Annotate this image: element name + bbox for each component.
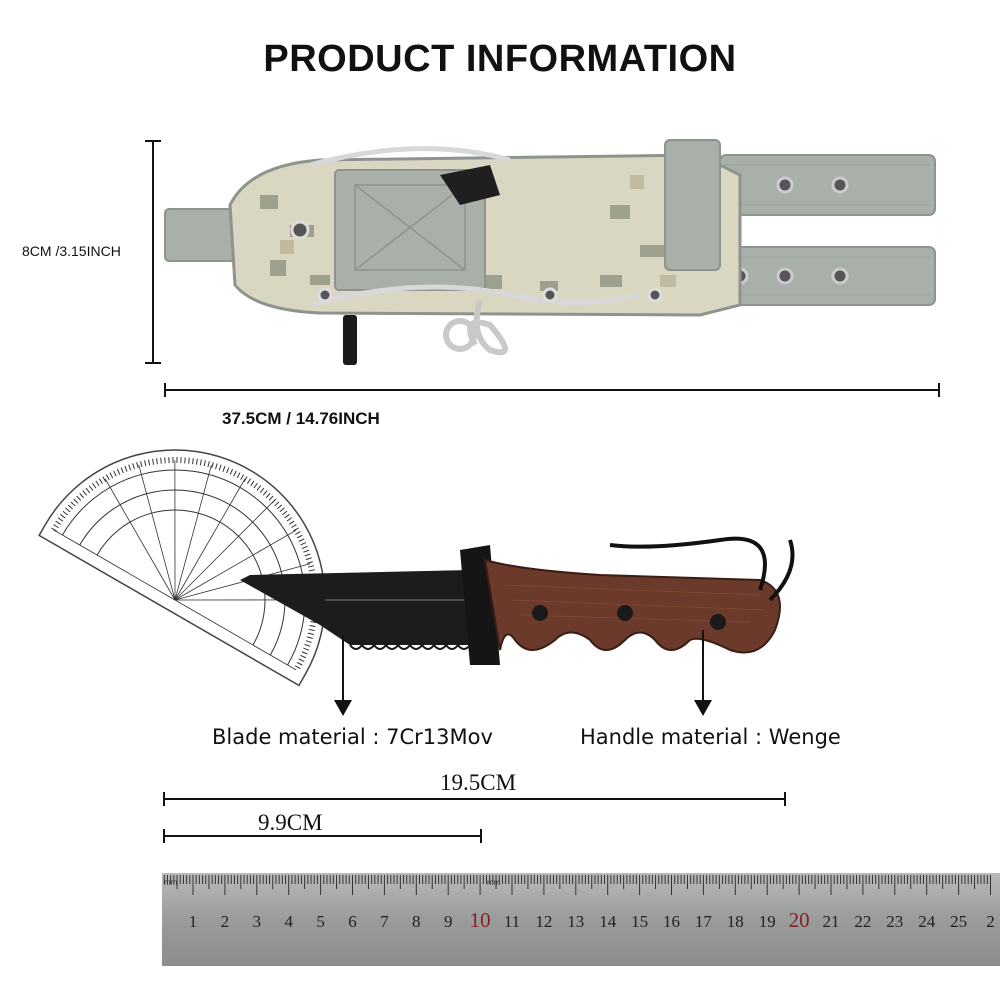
blade-length-line [164,835,482,837]
cord-lock [343,315,357,365]
ruler-number: 7 [380,912,389,931]
ruler-unit-label: mm [164,878,178,887]
ruler-number: 19 [759,912,776,931]
total-length-cap-right [784,792,786,806]
grommet [831,176,849,194]
knife-handle [483,558,781,654]
ruler-number: 2 [986,912,995,931]
ruler-number: 9 [444,912,453,931]
total-length-line [164,798,786,800]
ruler-unit-label-2: mm [487,878,501,887]
sheath-strap-lower [719,246,936,306]
handle-pin [617,605,633,621]
protractor [38,449,326,687]
ruler-number: 2 [221,912,230,931]
handle-material-label: Handle material : Wenge [580,725,841,749]
total-length-cap-left [163,792,165,806]
handle-arrow-line [702,630,704,705]
handle-pin [532,605,548,621]
ruler-number: 15 [631,912,648,931]
sheath-retention-strap [664,139,721,271]
ruler-number: 11 [504,912,520,931]
grommet [647,287,663,303]
blade-material-label: Blade material : 7Cr13Mov [212,725,493,749]
ruler-number: 18 [727,912,744,931]
ruler-number: 13 [567,912,584,931]
grommet [290,220,310,240]
length-dimension-line [165,389,940,391]
lanyard [609,536,795,602]
ruler-number: 12 [535,912,552,931]
knife-image [38,449,795,687]
ruler-number: 4 [284,912,293,931]
height-dimension-cap-top [145,140,161,142]
ruler-number: 10 [470,908,491,932]
ruler-number: 22 [854,912,871,931]
length-dimension-cap-left [164,383,166,397]
height-dimension-cap-bottom [145,362,161,364]
height-dimension-line [152,140,154,364]
serrations [349,643,471,650]
blade-length-cap-left [163,829,165,843]
ruler-number: 17 [695,912,713,931]
blade-arrow-line [342,635,344,705]
ruler-number: 5 [316,912,325,931]
ruler-number: 16 [663,912,680,931]
knife-blade [240,570,470,645]
grommet [317,287,333,303]
page-title: PRODUCT INFORMATION [263,38,737,80]
length-dimension-cap-right [938,383,940,397]
blade-arrow-head [334,700,352,716]
sheath-length-label: 37.5CM / 14.76INCH [222,409,380,428]
sheath-height-label: 8CM /3.15INCH [22,243,121,259]
ruler-number: 3 [253,912,261,931]
grommet [831,267,849,285]
ruler-number: 21 [823,912,840,931]
ruler-number: 6 [348,912,357,931]
grommet [776,267,794,285]
handle-arrow-head [694,700,712,716]
total-length-label: 19.5CM [440,770,517,795]
ruler-number: 14 [599,912,617,931]
ruler-number: 24 [918,912,936,931]
sheath-strap-upper [719,154,936,216]
grommet [542,287,558,303]
ruler-number: 1 [189,912,198,931]
ruler-number: 20 [789,908,810,932]
sheath-image [164,139,936,365]
ruler-number: 25 [950,912,967,931]
grommet [776,176,794,194]
ruler-number: 23 [886,912,903,931]
blade-length-cap-right [480,829,482,843]
handle-pin [710,614,726,630]
blade-length-label: 9.9CM [258,810,323,835]
ruler-number: 8 [412,912,421,931]
